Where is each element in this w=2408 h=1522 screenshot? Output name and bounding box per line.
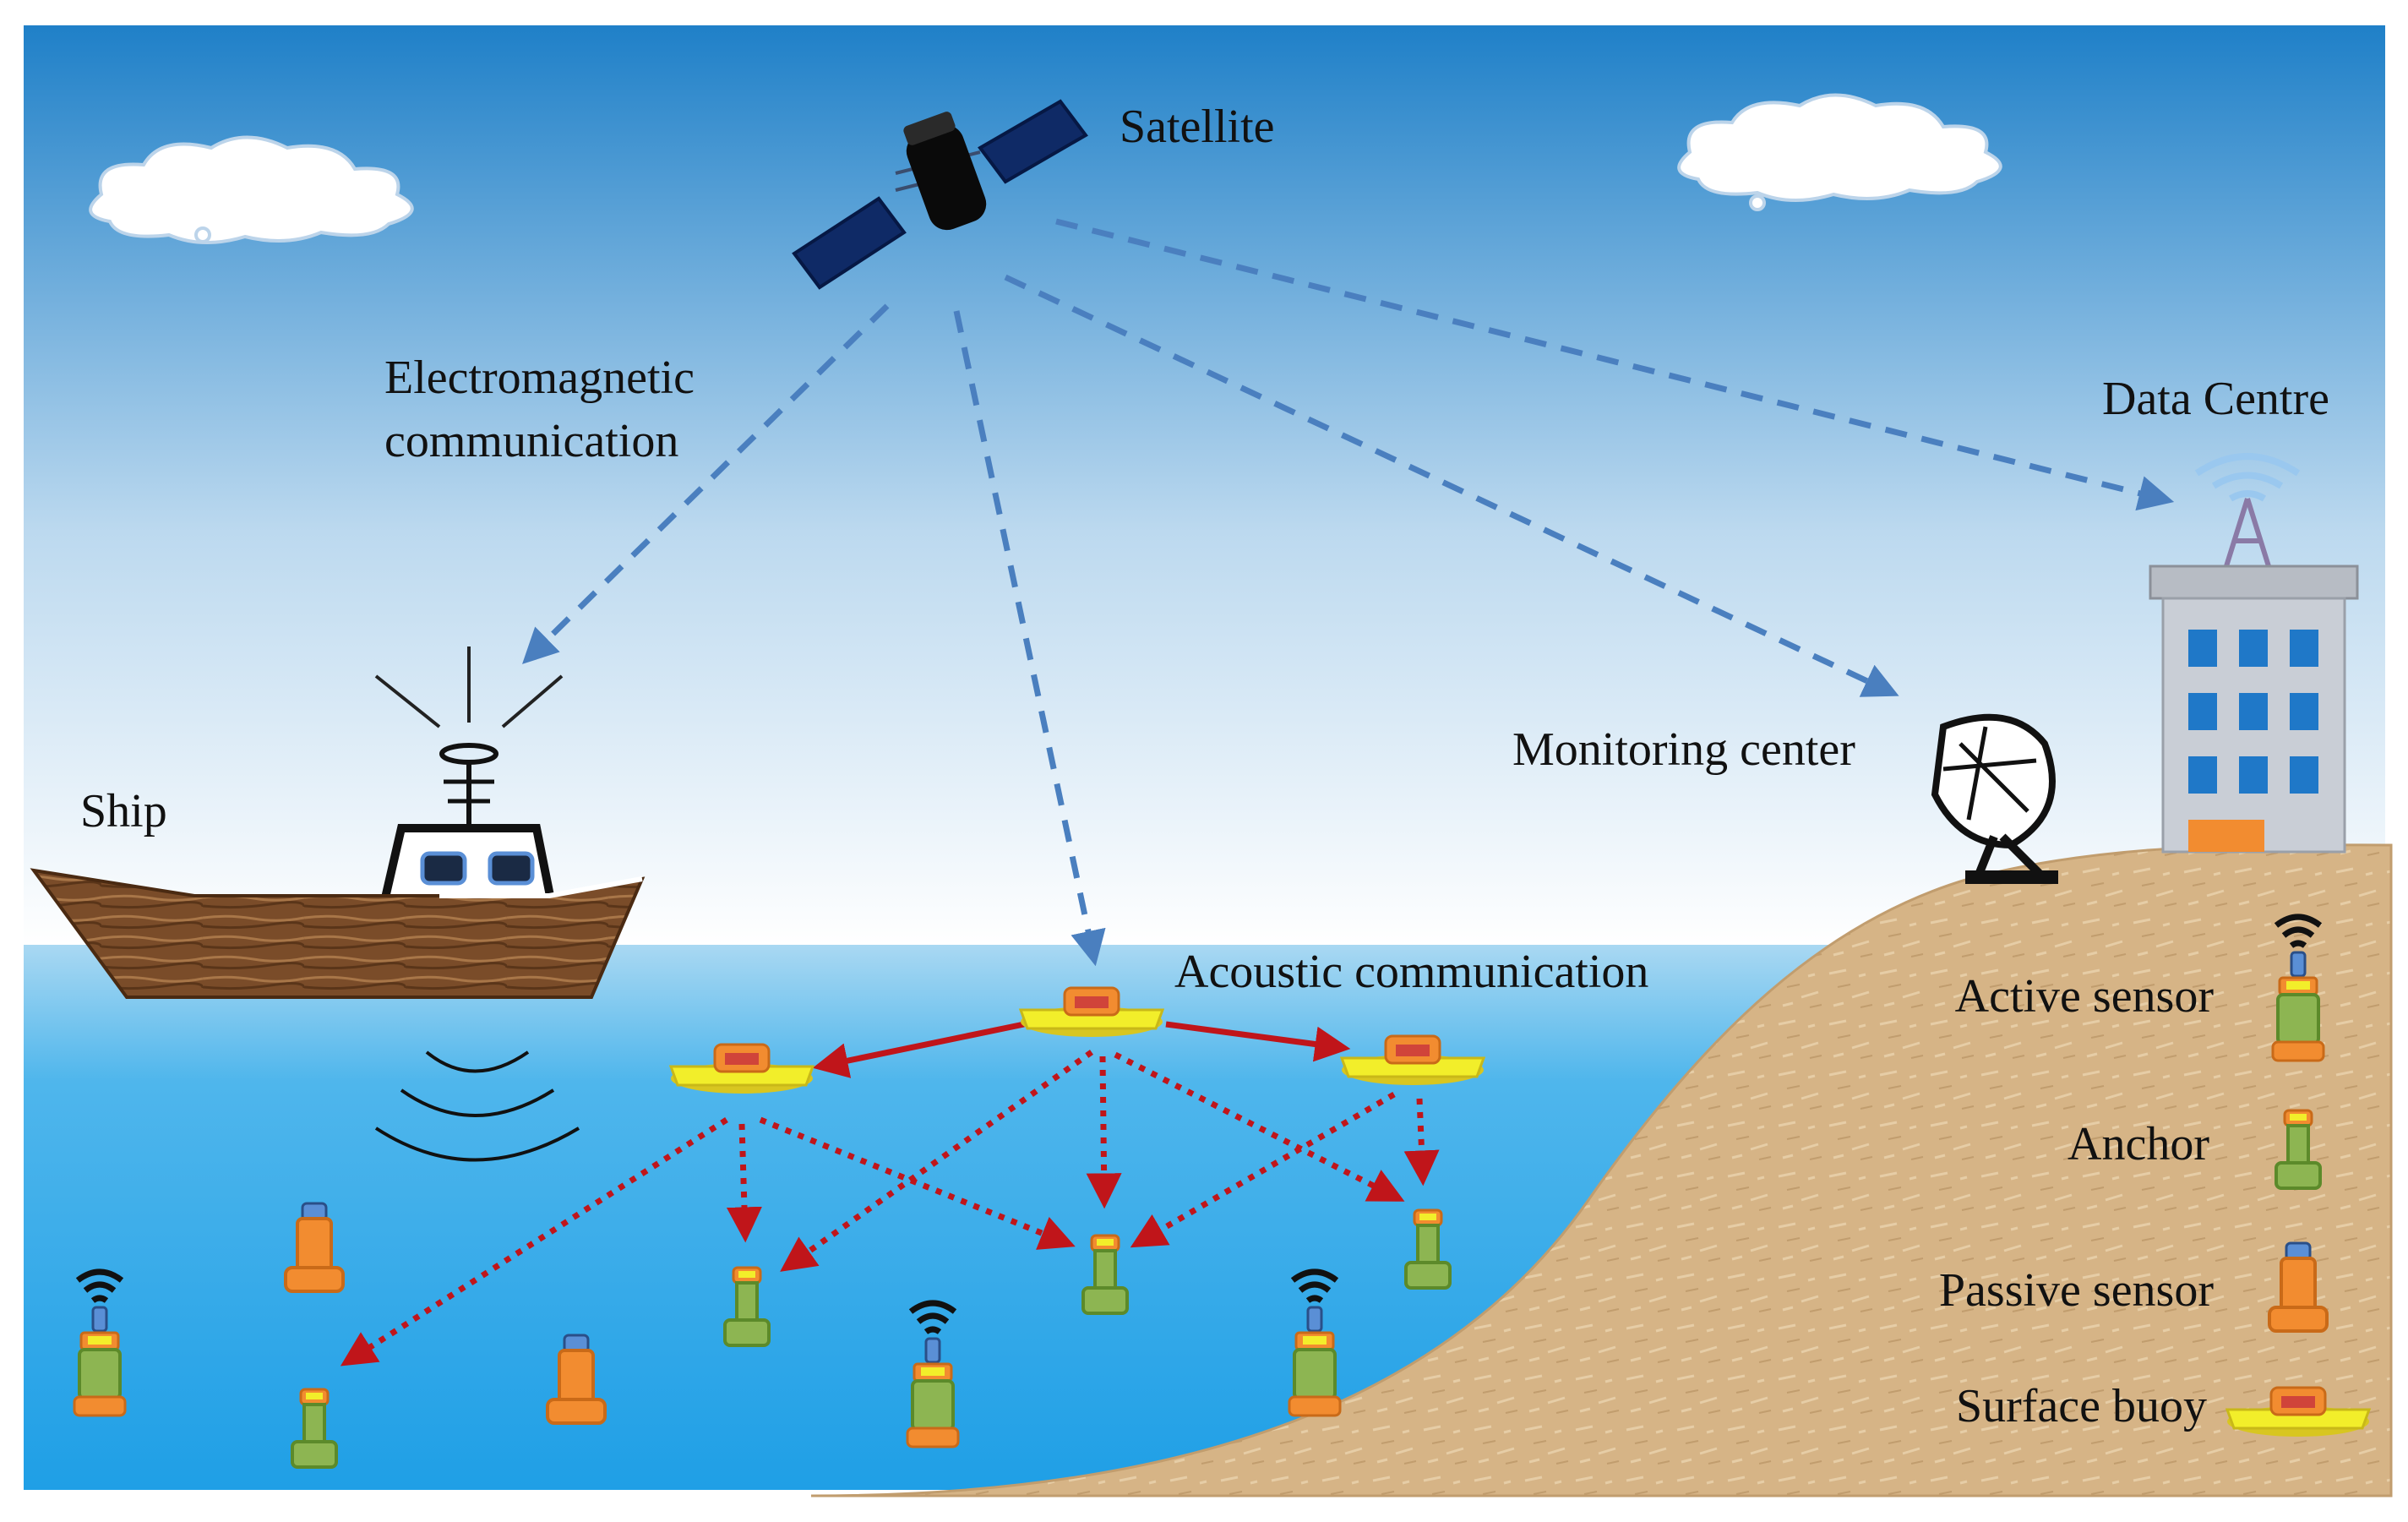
cloud-left-icon <box>89 135 414 244</box>
acoustic-link-5 <box>1086 1056 1122 1209</box>
acoustic-sensor-links <box>340 1050 1440 1367</box>
acoustic-communication-label: Acoustic communication <box>1174 946 1648 998</box>
em-link-monitoring <box>1004 274 1899 697</box>
data-centre-building-icon <box>2149 453 2359 854</box>
legend-label-anchor: Anchor <box>2068 1118 2209 1170</box>
monitoring-center-label: Monitoring center <box>1512 723 1855 776</box>
electromagnetic-label-line1: Electromagnetic <box>384 352 695 404</box>
cloud-right-icon <box>1677 93 2002 211</box>
acoustic-link-2 <box>726 1123 762 1243</box>
legend-label-buoy: Surface buoy <box>1956 1380 2207 1432</box>
electromagnetic-links <box>522 218 2175 967</box>
satellite-label: Satellite <box>1120 101 1275 153</box>
legend: Active sensor Anchor Passive sensor Surf… <box>1939 917 2371 1438</box>
acoustic-link-buoy-right <box>1165 1021 1351 1062</box>
em-link-ship <box>522 303 890 664</box>
satellite-icon <box>792 99 1088 290</box>
acoustic-link-4 <box>780 1050 1094 1272</box>
data-centre-label: Data Centre <box>2102 373 2329 425</box>
ship-label: Ship <box>80 785 167 837</box>
legend-label-passive: Passive sensor <box>1939 1264 2214 1317</box>
em-link-datacentre <box>1055 218 2175 511</box>
monitoring-dish-icon <box>1931 713 2058 884</box>
sonar-waves-icon <box>374 1050 580 1162</box>
acoustic-link-7 <box>1130 1091 1396 1248</box>
ship-icon <box>30 646 646 999</box>
acoustic-buoy-links <box>812 1021 1351 1078</box>
legend-label-active: Active sensor <box>1955 970 2215 1023</box>
electromagnetic-label-line2: communication <box>384 415 678 467</box>
acoustic-link-3 <box>759 1116 1076 1250</box>
acoustic-link-buoy-left <box>812 1021 1025 1078</box>
